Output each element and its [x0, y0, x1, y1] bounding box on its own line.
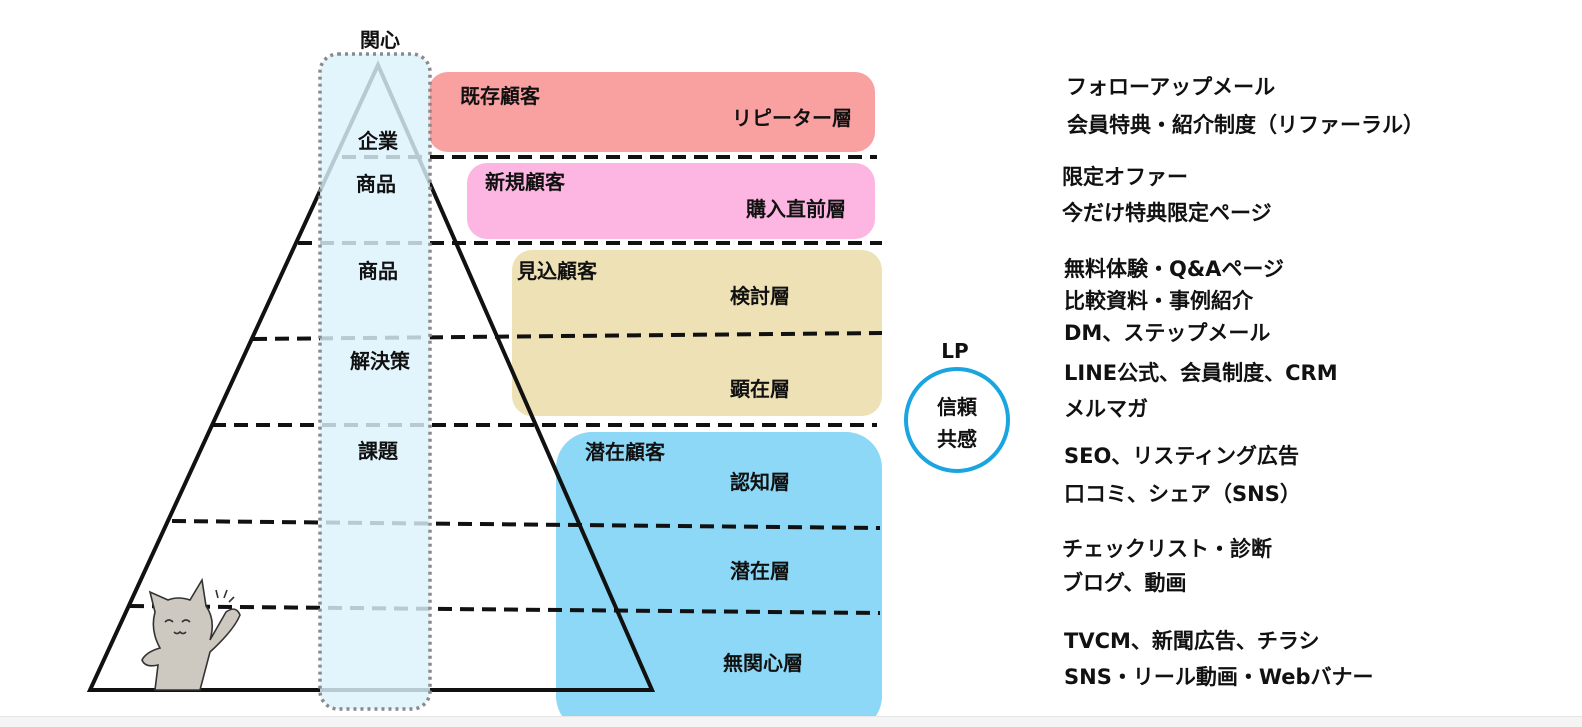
segment-layer-label: 検討層 [730, 284, 790, 308]
tactic-item: フォローアップメール [1066, 75, 1275, 99]
tactic-item: 口コミ、シェア（SNS） [1064, 482, 1301, 506]
tactic-item: 会員特典・紹介制度（リファーラル） [1067, 113, 1424, 137]
interest-item: 商品 [358, 259, 398, 283]
segment-layer-label: 顕在層 [730, 377, 790, 401]
lp-line-empathy: 共感 [937, 427, 977, 451]
lp-circle [904, 367, 1010, 473]
segment-layer-label: 無関心層 [723, 651, 803, 675]
tactic-item: 限定オファー [1062, 165, 1188, 189]
tactic-item: 今だけ特典限定ページ [1062, 201, 1272, 225]
divider-line [171, 519, 881, 530]
tactic-item: LINE公式、会員制度、CRM [1064, 361, 1338, 385]
segment-group-label: 既存顧客 [460, 84, 541, 108]
segment-group-label: 見込顧客 [517, 259, 598, 283]
tactic-item: 無料体験・Q&Aページ [1064, 257, 1284, 281]
interest-item: 課題 [358, 439, 399, 463]
cat-illustration [141, 577, 241, 691]
tactic-item: チェックリスト・診断 [1062, 537, 1272, 561]
tactic-item: DM、ステップメール [1064, 321, 1270, 345]
interest-item: 商品 [356, 172, 396, 196]
interest-item: 企業 [357, 129, 399, 153]
tactic-item: ブログ、動画 [1062, 571, 1187, 595]
tactic-item: SNS・リール動画・Webバナー [1064, 665, 1374, 689]
interest-column [318, 52, 432, 711]
new-customer-box [467, 163, 875, 239]
page-bottom-border [0, 716, 1582, 727]
interest-item: 解決策 [350, 349, 411, 373]
segment-group-label: 潜在顧客 [585, 440, 666, 464]
tactics-list: フォローアップメール 会員特典・紹介制度（リファーラル） 限定オファー 今だけ特… [1062, 75, 1424, 689]
tactic-item: メルマガ [1064, 397, 1148, 421]
segment-layer-label: 認知層 [730, 470, 790, 494]
lp-title: LP [941, 339, 968, 363]
divider-line [129, 604, 881, 615]
lp-line-trust: 信頼 [937, 395, 978, 419]
segment-group-label: 新規顧客 [485, 170, 566, 194]
divider-line [252, 331, 883, 341]
segment-layer-label: 購入直前層 [746, 197, 846, 221]
interest-column-title: 関心 [360, 28, 400, 52]
tactic-item: TVCM、新聞広告、チラシ [1064, 629, 1319, 653]
tactic-item: SEO、リスティング広告 [1064, 444, 1299, 468]
segment-layer-label: 潜在層 [730, 559, 790, 583]
segment-layer-label: リピーター層 [732, 106, 852, 130]
existing-customer-box [428, 72, 875, 152]
tactic-item: 比較資料・事例紹介 [1064, 289, 1254, 313]
